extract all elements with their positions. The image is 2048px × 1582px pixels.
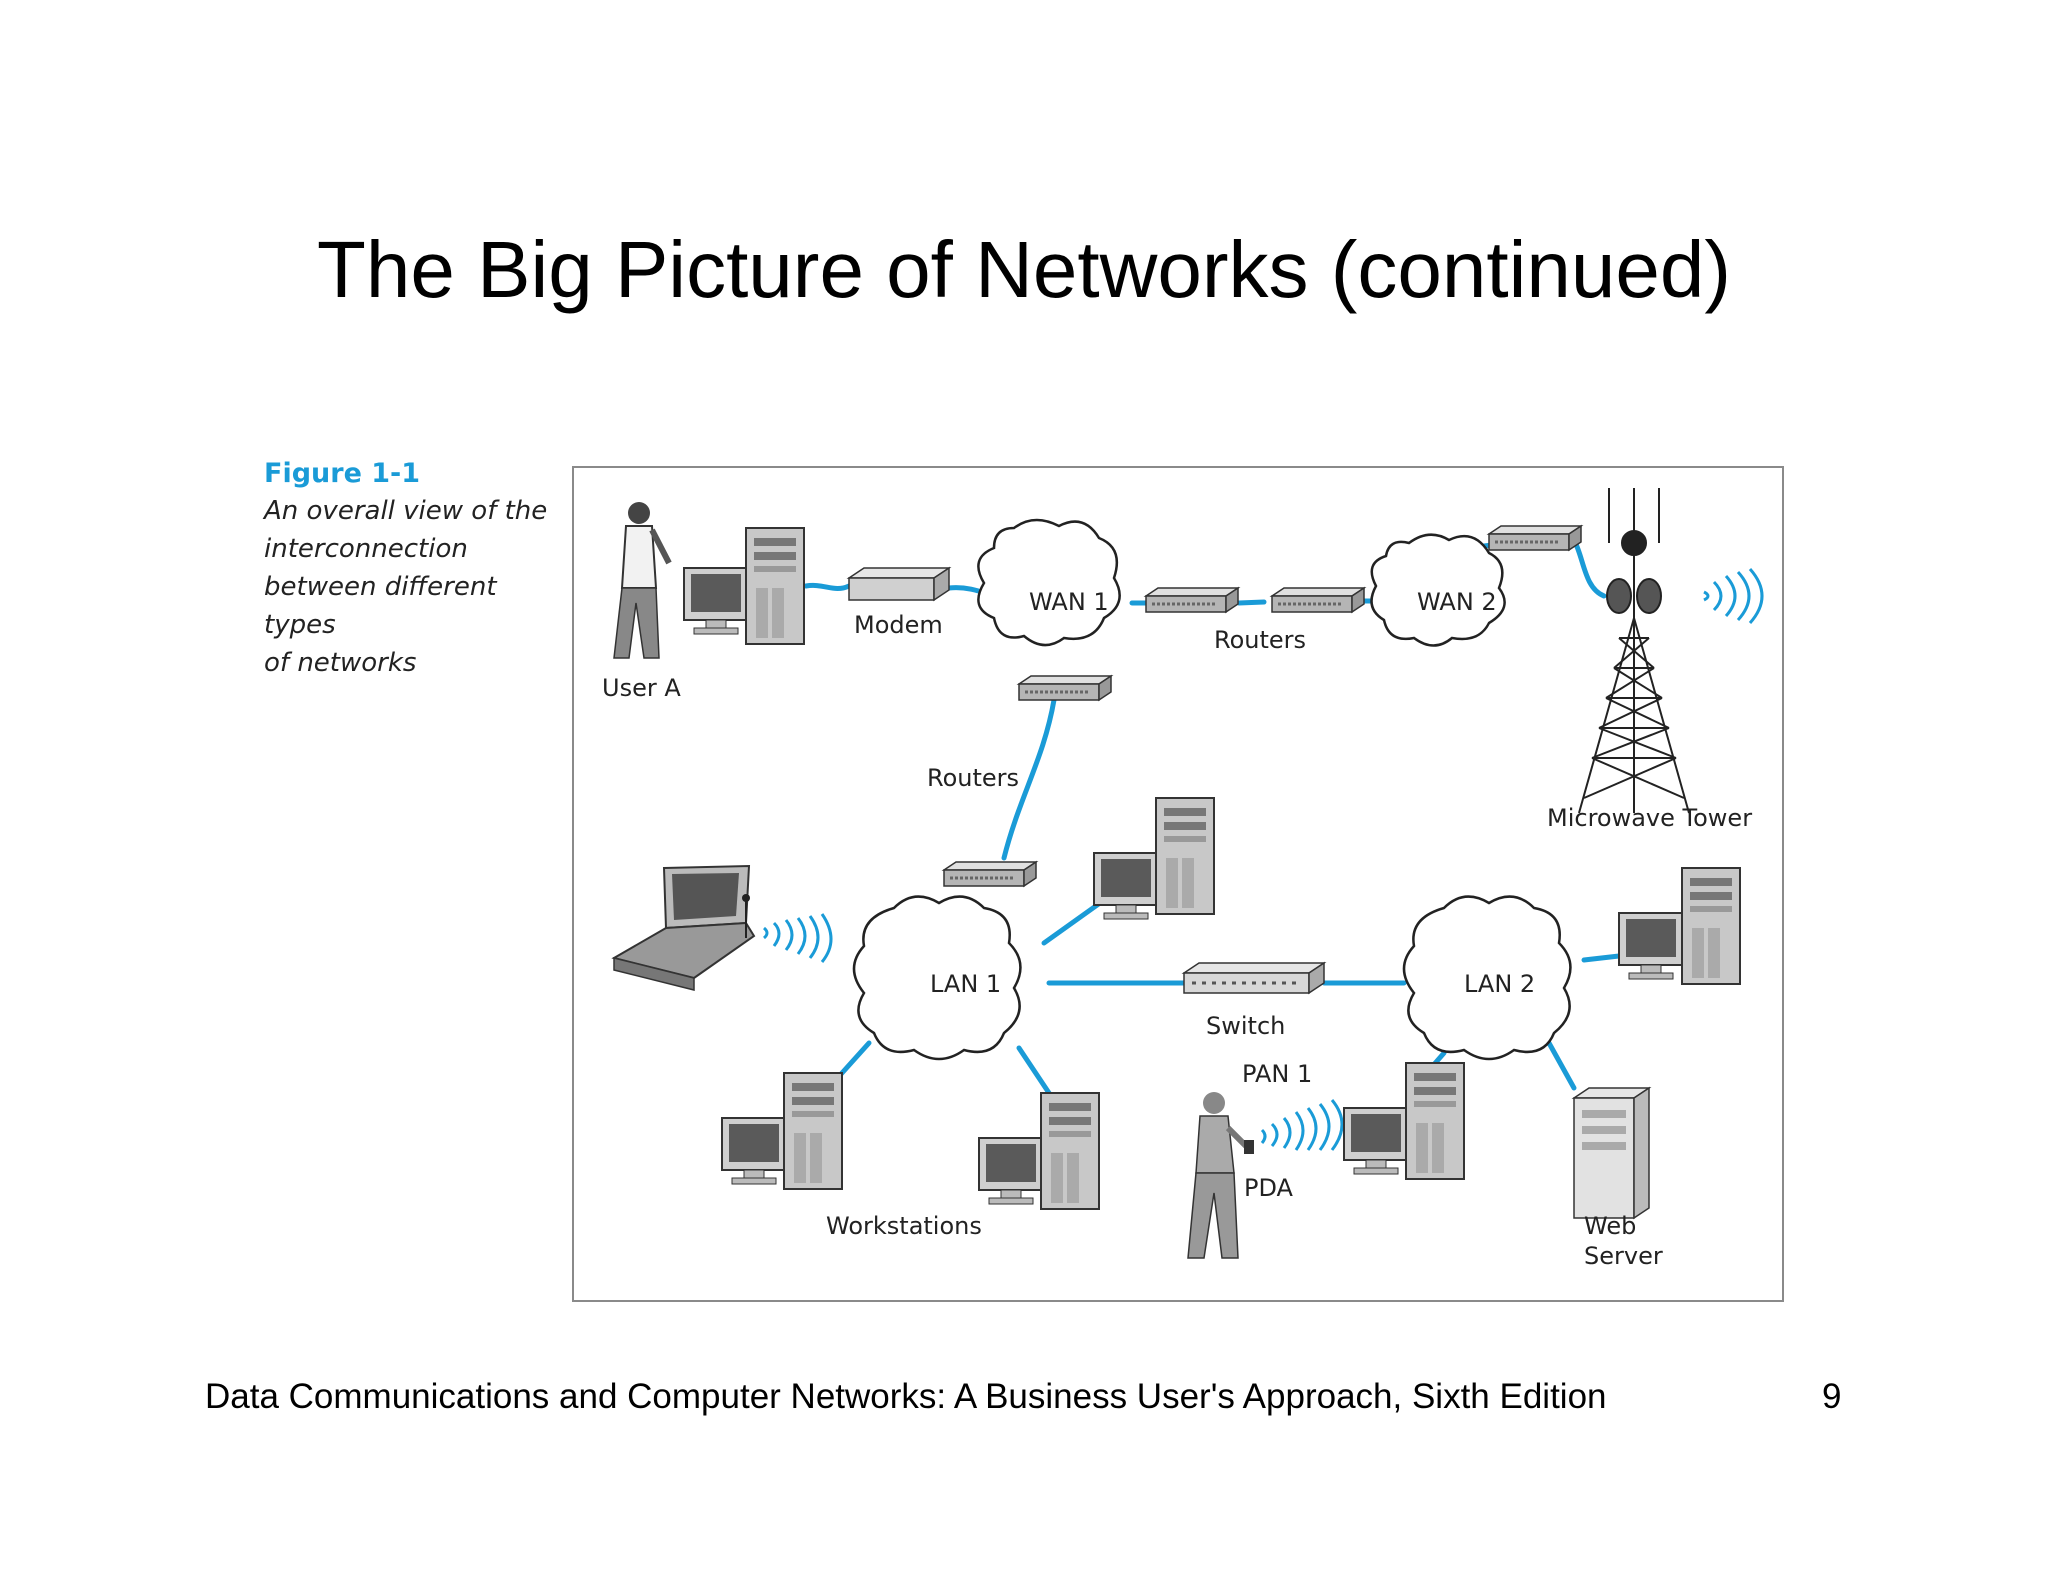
workstation-monitor-icon	[721, 1117, 787, 1185]
label-routers-top: Routers	[1214, 626, 1306, 654]
label-lan1: LAN 1	[930, 970, 1001, 998]
router-icon	[942, 860, 1038, 888]
laptop-wireless-signal-icon	[762, 913, 833, 963]
workstation-monitor-icon	[1093, 852, 1159, 920]
router-icon	[1487, 524, 1583, 552]
switch-icon	[1181, 961, 1327, 995]
figure-caption: Figure 1-1 An overall view of the interc…	[264, 456, 564, 682]
slide-title: The Big Picture of Networks (continued)	[317, 225, 1731, 314]
workstation-tower-icon	[783, 1072, 843, 1190]
label-user-a: User A	[602, 674, 681, 702]
label-pda: PDA	[1244, 1174, 1294, 1202]
user-a-person-icon	[613, 502, 672, 659]
lan2-cloud-icon	[1402, 895, 1572, 1061]
network-diagram: User A Modem WAN 1 WAN 2 Routers Routers…	[572, 466, 1784, 1302]
label-switch: Switch	[1206, 1012, 1285, 1040]
wan1-cloud-icon	[977, 518, 1121, 647]
label-workstations: Workstations	[826, 1212, 982, 1240]
microwave-tower-icon	[1578, 488, 1690, 814]
caption-line: between different types	[264, 572, 497, 640]
router-icon	[1270, 586, 1366, 614]
figure-number: Figure 1-1	[264, 458, 421, 489]
wireless-signal-icon	[1703, 568, 1764, 624]
label-lan2: LAN 2	[1464, 970, 1535, 998]
modem-icon	[846, 566, 952, 602]
wan2-cloud-icon	[1370, 533, 1506, 647]
pan-tower-icon	[1405, 1062, 1465, 1180]
caption-line: of networks	[264, 648, 417, 678]
label-modem: Modem	[854, 611, 943, 639]
label-web-server-line2: Server	[1584, 1242, 1663, 1270]
label-microwave-tower: Microwave Tower	[1547, 804, 1752, 832]
workstation-tower-icon	[1681, 867, 1741, 985]
web-server-icon	[1571, 1086, 1652, 1220]
label-wan2: WAN 2	[1417, 588, 1497, 616]
router-icon	[1017, 674, 1113, 702]
user-a-tower-icon	[745, 527, 805, 645]
workstation-monitor-icon	[1618, 912, 1684, 980]
page-number: 9	[1822, 1377, 1842, 1416]
slide-footer: Data Communications and Computer Network…	[205, 1377, 1607, 1416]
pda-wireless-signal-icon	[1260, 1099, 1344, 1151]
caption-line: An overall view of the	[264, 496, 548, 526]
label-routers-mid: Routers	[927, 764, 1019, 792]
caption-line: interconnection	[264, 534, 468, 564]
label-wan1: WAN 1	[1029, 588, 1109, 616]
router-icon	[1144, 586, 1240, 614]
workstation-monitor-icon	[978, 1137, 1044, 1205]
pda-person-icon	[1187, 1092, 1254, 1259]
pan-monitor-icon	[1343, 1107, 1409, 1175]
label-web-server-line1: Web	[1584, 1212, 1636, 1240]
label-pan1: PAN 1	[1242, 1060, 1312, 1088]
workstation-tower-icon	[1155, 797, 1215, 915]
laptop-icon	[611, 864, 756, 991]
workstation-tower-icon	[1040, 1092, 1100, 1210]
user-a-monitor-icon	[683, 567, 749, 635]
lan1-cloud-icon	[852, 895, 1022, 1061]
